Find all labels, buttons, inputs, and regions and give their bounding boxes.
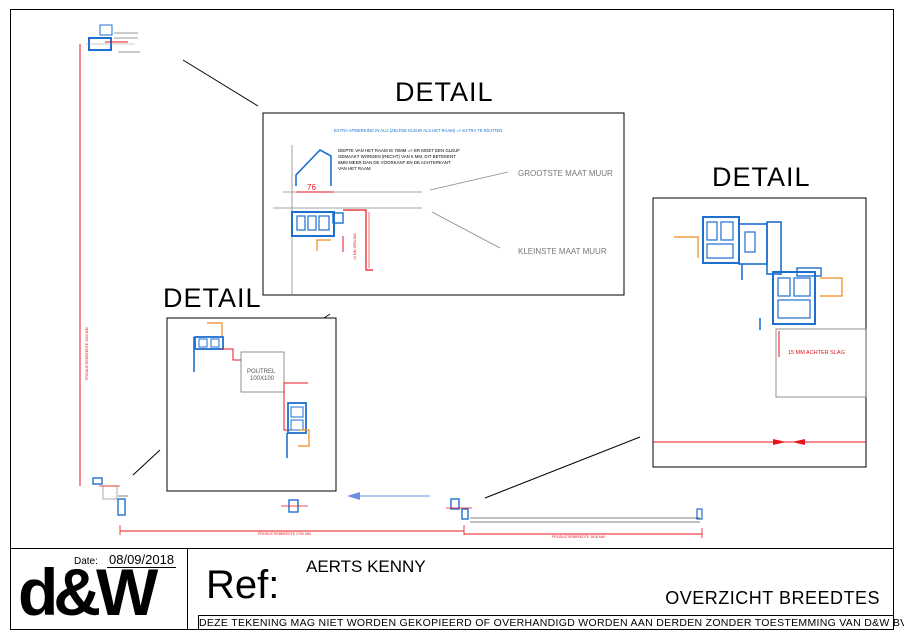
logo-cell: d&W Date: 08/09/2018	[10, 549, 188, 630]
leader-line-right	[484, 436, 641, 499]
beam-label-1: POUTREL	[247, 369, 276, 375]
detail-title-top: DETAIL	[395, 77, 494, 107]
copyright-notice: DEZE TEKENING MAG NIET WORDEN GEKOPIEERD…	[198, 615, 904, 630]
dimension-76: 76	[307, 183, 316, 192]
blue-note: EXTRA AFWERKING IN ALU (ZELFDE KLEUR ALS…	[334, 128, 502, 133]
black-note: DIEPTE VAN HET RAAM IS 70MM => ER MOET E…	[338, 148, 460, 171]
title-block: d&W Date: 08/09/2018 Ref: AERTS KENNY OV…	[10, 548, 904, 630]
leader-line-top	[182, 59, 259, 107]
label-largest: GROOTSTE MAAT MUUR	[518, 169, 613, 178]
right-detail-content: 15 MM ACHTER SLAG	[653, 216, 867, 445]
overview-bottom: PRODUCTIEBREEDTE 2780 MM PRODUCTIEBREEDT…	[92, 477, 703, 539]
leader-line-left	[132, 449, 161, 476]
bottom-dim-right: PRODUCTIEBREEDTE 1618 MM	[552, 535, 605, 539]
bottom-dim-left: PRODUCTIEBREEDTE 2780 MM	[258, 532, 311, 536]
company-logo: d&W	[18, 555, 158, 629]
vertical-dimension-label: PRODUCTIEBREEDTE 3300 MM	[85, 327, 89, 380]
slag-label: 15 MM ACHTER SLAG	[788, 350, 845, 356]
left-detail-box	[166, 317, 337, 492]
detail-title-left: DETAIL	[163, 283, 262, 313]
ref-value: AERTS KENNY	[306, 557, 426, 576]
date-value: 08/09/2018	[107, 552, 177, 568]
top-detail-box	[262, 112, 625, 296]
ref-label: Ref:	[206, 563, 280, 607]
label-smallest: KLEINSTE MAAT MUUR	[518, 247, 607, 256]
drawing-title: OVERZICHT BREEDTES	[665, 588, 880, 608]
top-detail-content: 76 EXTRA AFWERKING IN ALU (ZELFDE KLEUR …	[273, 128, 613, 295]
date-label: Date:	[74, 556, 98, 567]
beam-label-2: 100X100	[250, 376, 275, 382]
right-detail-box	[652, 197, 867, 468]
vertical-note: 10 MM SPELING	[353, 233, 357, 260]
drawing-frame	[10, 9, 894, 630]
overview-top-left	[86, 24, 140, 53]
left-detail-content: POUTREL 100X100	[193, 313, 331, 458]
detail-title-right: DETAIL	[712, 162, 811, 192]
